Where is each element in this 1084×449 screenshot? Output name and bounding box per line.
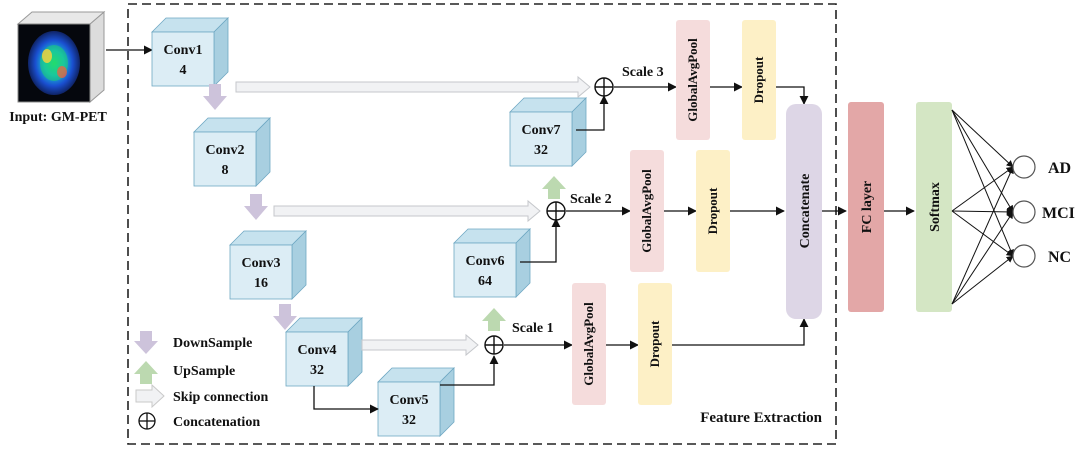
- conv-block-2: Conv2 8: [193, 117, 271, 187]
- conv-blocks: Conv14Conv28Conv316Conv432Conv532Conv664…: [151, 17, 587, 437]
- conv-block-4: Conv4 32: [285, 317, 363, 387]
- conv-block-channels: 32: [310, 363, 324, 378]
- concatenation-node-1: [594, 77, 614, 97]
- skip-legend-icon: [135, 383, 165, 409]
- input-image: [16, 10, 106, 104]
- conv-block-6: Conv6 64: [453, 228, 531, 298]
- output-node-nc: [1012, 244, 1036, 268]
- output-connection: [951, 166, 1014, 212]
- downsample-legend-icon: [134, 331, 158, 354]
- scale-2-label: Scale 2: [570, 192, 612, 207]
- conv-block-5: Conv5 32: [377, 367, 455, 437]
- conv-block-name: Conv1: [164, 43, 203, 58]
- conv-block-channels: 64: [478, 274, 492, 289]
- output-connection: [951, 109, 1014, 168]
- downsample-legend-label: DownSample: [173, 336, 252, 351]
- output-connection: [951, 208, 1014, 216]
- conv-block-name: Conv4: [298, 343, 337, 358]
- feature-extraction-region: [127, 3, 837, 445]
- output-node-mci: [1012, 200, 1036, 224]
- conv-block-name: Conv2: [206, 143, 245, 158]
- conv-block-channels: 16: [254, 276, 268, 291]
- conv-block-name: Conv3: [242, 256, 281, 271]
- legend: DownSample UpSample Skip connection Conc…: [134, 331, 269, 430]
- downsample-arrows: [203, 84, 297, 330]
- conv-block-name: Conv7: [522, 123, 561, 138]
- skip-connection-arrow-1: [235, 75, 591, 99]
- dropout-label: Dropout: [647, 320, 662, 367]
- dropout-box: [742, 20, 776, 140]
- concatenate-label: Concatenate: [798, 174, 813, 249]
- scale1-branch: GlobalAvgPool Dropout: [572, 283, 672, 405]
- dropout-box: [638, 283, 672, 405]
- fc-layer-label: FC layer: [860, 181, 875, 233]
- upsample-arrows: [482, 176, 566, 331]
- global-avg-pool-box: [676, 20, 710, 140]
- output-connection: [951, 255, 1014, 305]
- conv-block-channels: 4: [180, 63, 187, 78]
- concatenation-legend-label: Concatenation: [173, 415, 260, 430]
- output-connections: [951, 109, 1014, 305]
- dropout-label: Dropout: [751, 56, 766, 103]
- output-connection: [951, 166, 1014, 305]
- downsample-arrow-2: [244, 194, 268, 220]
- conv-block-channels: 8: [222, 163, 229, 178]
- concatenation-node-3: [484, 335, 504, 355]
- global-avg-pool-label: GlobalAvgPool: [685, 38, 700, 122]
- softmax-box: [916, 102, 952, 312]
- upsample-arrow-2: [542, 176, 566, 199]
- output-connection: [951, 109, 1014, 257]
- output-label-ad: AD: [1048, 160, 1071, 177]
- conv-block-channels: 32: [534, 143, 548, 158]
- softmax-label: Softmax: [928, 182, 943, 232]
- skip-connection-arrow-3: [361, 333, 479, 357]
- scale-1-label: Scale 1: [512, 321, 554, 336]
- upsample-legend-icon: [134, 361, 158, 384]
- output-label-nc: NC: [1048, 249, 1071, 266]
- feature-extraction-label: Feature Extraction: [700, 410, 822, 426]
- skip-arrows: [235, 75, 591, 357]
- scale3-branch: GlobalAvgPool Dropout: [676, 20, 776, 140]
- downsample-arrow-3: [273, 304, 297, 330]
- scale-3-label: Scale 3: [622, 65, 664, 80]
- conv-block-3: Conv3 16: [229, 230, 307, 300]
- output-nodes: [1012, 155, 1036, 268]
- skip-legend-label: Skip connection: [173, 390, 269, 405]
- dropout-box: [696, 150, 730, 272]
- global-avg-pool-box: [572, 283, 606, 405]
- conv-block-1: Conv1 4: [151, 17, 229, 87]
- connectors: [313, 82, 915, 414]
- conv-block-name: Conv5: [390, 393, 429, 408]
- concatenate-box: [786, 104, 822, 319]
- output-label-mci: MCI: [1042, 205, 1075, 222]
- scale2-branch: GlobalAvgPool Dropout: [630, 150, 730, 272]
- upsample-legend-label: UpSample: [173, 364, 235, 379]
- global-avg-pool-label: GlobalAvgPool: [581, 302, 596, 386]
- concatenation-node-2: [546, 201, 566, 221]
- output-connection: [951, 210, 1014, 257]
- conv-block-name: Conv6: [466, 254, 505, 269]
- global-avg-pool-label: GlobalAvgPool: [639, 169, 654, 253]
- global-avg-pool-box: [630, 150, 664, 272]
- downsample-arrow-1: [203, 84, 227, 110]
- skip-connection-arrow-2: [273, 199, 541, 223]
- output-node-ad: [1012, 155, 1036, 179]
- output-connection: [951, 109, 1014, 213]
- input-label: Input: GM-PET: [9, 110, 107, 125]
- conv-block-7: Conv7 32: [509, 97, 587, 167]
- dropout-label: Dropout: [705, 187, 720, 234]
- output-connection: [951, 211, 1014, 305]
- fc-layer-box: [848, 102, 884, 312]
- conv-block-channels: 32: [402, 413, 416, 428]
- upsample-arrow-1: [482, 308, 506, 331]
